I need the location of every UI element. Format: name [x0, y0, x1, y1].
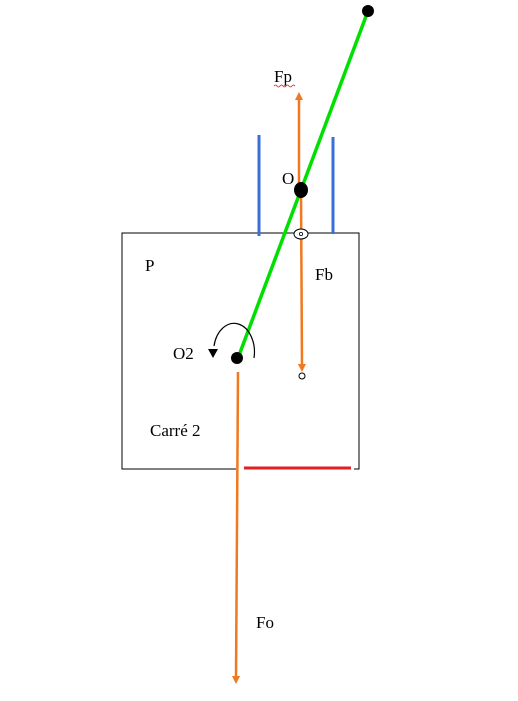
label-p: P	[145, 256, 154, 275]
rotation-arc	[213, 322, 256, 359]
fp-spellcheck-underline	[273, 84, 296, 88]
label-fp: Fp	[274, 67, 292, 86]
hinge-eye-center	[298, 231, 303, 236]
top-lever-point	[362, 5, 374, 17]
force-fo-arrow	[232, 371, 241, 684]
label-o2: O2	[173, 344, 194, 363]
force-fb-arrow	[297, 189, 306, 372]
pivot-o2	[231, 352, 243, 364]
label-carre-2: Carré 2	[150, 421, 201, 440]
pivot-o	[294, 182, 308, 198]
carre-2-box	[121, 232, 360, 470]
fb-end-point	[298, 372, 306, 380]
rotation-arrowhead	[208, 349, 218, 358]
label-fo: Fo	[256, 613, 274, 632]
hinge-eye	[293, 228, 309, 240]
label-fb: Fb	[315, 265, 333, 284]
label-o: O	[282, 169, 294, 188]
